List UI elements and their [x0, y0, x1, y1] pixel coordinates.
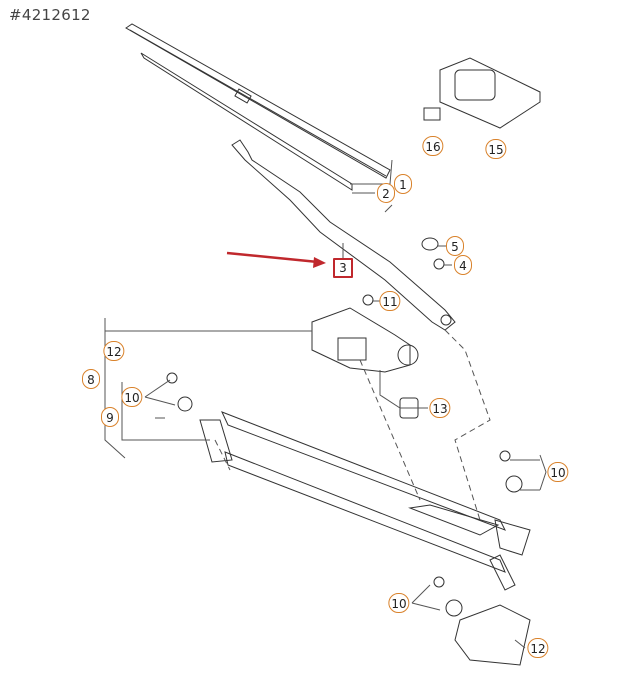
callout-10[interactable]: 10 [547, 462, 569, 482]
callout-1[interactable]: 1 [394, 174, 412, 194]
callout-12[interactable]: 12 [103, 341, 125, 361]
reference-number: #4212612 [9, 6, 91, 24]
callout-10[interactable]: 10 [388, 593, 410, 613]
callout-10[interactable]: 10 [121, 387, 143, 407]
wiper-blade [125, 23, 391, 179]
highlight-arrow [226, 251, 326, 268]
callout-9[interactable]: 9 [101, 407, 119, 427]
callout-15[interactable]: 15 [485, 139, 507, 159]
callout-4[interactable]: 4 [454, 255, 472, 275]
leader-lines [104, 159, 547, 649]
wiper-linkage [166, 372, 531, 666]
callout-8[interactable]: 8 [82, 369, 100, 389]
callout-11[interactable]: 11 [379, 291, 401, 311]
wiper-rubber [140, 52, 353, 191]
wiper-arm [231, 139, 456, 331]
callout-3-highlighted[interactable]: 3 [333, 258, 353, 278]
callout-13[interactable]: 13 [429, 398, 451, 418]
callout-12[interactable]: 12 [527, 638, 549, 658]
wiper-motor [311, 294, 419, 373]
cap-nut [421, 237, 445, 270]
callout-2[interactable]: 2 [377, 183, 395, 203]
callout-16[interactable]: 16 [422, 136, 444, 156]
callout-5[interactable]: 5 [446, 236, 464, 256]
control-module [423, 57, 541, 129]
